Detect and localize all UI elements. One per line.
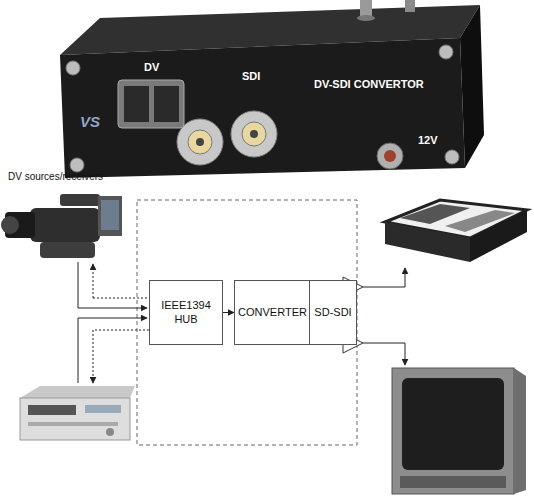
port-label: DV — [144, 61, 159, 73]
process-box: IEEE1394 HUB — [149, 280, 223, 345]
port-label: 12V — [418, 134, 438, 146]
vcr-deck — [20, 386, 135, 440]
box-label: IEEE1394 HUB — [150, 299, 222, 325]
production-switcher — [385, 200, 527, 262]
camcorder — [1, 194, 122, 258]
process-box: SD-SDI — [309, 280, 357, 345]
product-name: DV-SDI CONVERTOR — [314, 78, 424, 90]
box-label: CONVERTER — [238, 306, 307, 319]
signal-wires — [78, 262, 405, 383]
monitor — [392, 368, 526, 494]
port-label: SDI — [242, 70, 260, 82]
device-group-label: DV sources/receivers — [8, 171, 103, 182]
process-box: CONVERTER — [234, 280, 311, 345]
brand-logo: VS — [80, 114, 100, 131]
converter-unit — [60, 0, 484, 178]
box-label: SD-SDI — [314, 306, 351, 319]
unit-boundary — [137, 200, 357, 445]
signal-arrow — [223, 312, 234, 313]
